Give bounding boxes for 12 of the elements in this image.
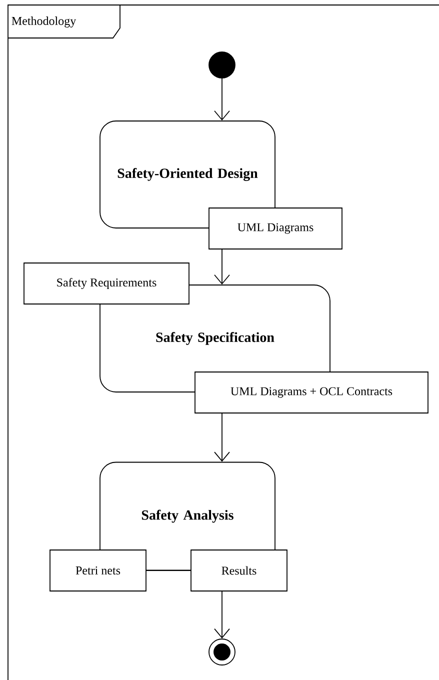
final-node bbox=[208, 638, 236, 666]
pin-box: Petri nets bbox=[50, 550, 146, 592]
initial-node bbox=[208, 52, 236, 78]
arrow bbox=[214, 591, 230, 639]
pin-box: UML Diagrams bbox=[208, 208, 342, 250]
arrow bbox=[214, 413, 230, 462]
arrow bbox=[214, 78, 230, 121]
pin-box: Results bbox=[190, 550, 288, 592]
connector-line bbox=[146, 570, 191, 571]
pin-box: Safety Requirements bbox=[24, 262, 190, 304]
arrow bbox=[214, 249, 230, 285]
pin-box: UML Diagrams + OCL Contracts bbox=[194, 372, 428, 414]
